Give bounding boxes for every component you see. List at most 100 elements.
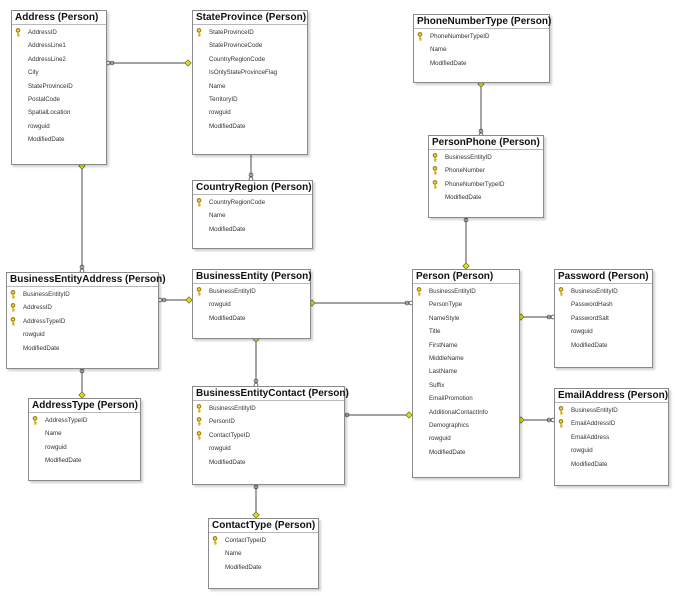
column-row[interactable]: CountryRegionCode (193, 196, 312, 209)
key-icon (432, 166, 438, 175)
column-row[interactable]: BusinessEntityID (193, 285, 310, 298)
column-row[interactable]: PhoneNumber (429, 164, 543, 177)
column-name: FirstName (429, 341, 458, 349)
column-row[interactable]: Title (413, 325, 519, 338)
column-name: ModifiedDate (429, 448, 466, 456)
column-name: AddressID (23, 304, 52, 312)
column-row[interactable]: PasswordHash (555, 298, 652, 311)
column-row[interactable]: rowguid (7, 328, 158, 341)
column-row[interactable]: PhoneNumberTypeID (414, 30, 549, 43)
column-row[interactable]: LastName (413, 365, 519, 378)
column-row[interactable]: Name (193, 209, 312, 222)
column-row[interactable]: rowguid (555, 444, 668, 457)
column-row[interactable]: StateProvinceID (193, 26, 307, 39)
column-row[interactable]: NameStyle (413, 312, 519, 325)
column-row[interactable]: MiddleName (413, 352, 519, 365)
column-row[interactable]: Suffix (413, 379, 519, 392)
column-row[interactable]: TerritoryID (193, 93, 307, 106)
column-row[interactable]: BusinessEntityID (555, 404, 668, 417)
column-row[interactable]: Name (193, 80, 307, 93)
column-row[interactable]: Name (209, 547, 318, 560)
column-row[interactable]: ModifiedDate (414, 57, 549, 70)
table-title: EmailAddress (Person) (555, 389, 668, 403)
column-row[interactable]: SpatialLocation (12, 106, 106, 119)
column-row[interactable]: Name (29, 427, 140, 440)
column-row[interactable]: AddressID (7, 301, 158, 314)
infinity-endpoint (344, 412, 350, 418)
column-name: BusinessEntityID (429, 288, 476, 295)
column-name: StateProvinceCode (209, 42, 263, 50)
column-row[interactable]: BusinessEntityID (555, 285, 652, 298)
column-row[interactable]: Demographics (413, 419, 519, 432)
table-businessentitycontact[interactable]: BusinessEntityContact (Person) BusinessE… (192, 386, 349, 485)
column-row[interactable]: IsOnlyStateProvinceFlag (193, 66, 307, 79)
column-row[interactable]: rowguid (193, 298, 310, 311)
column-row[interactable]: PersonID (193, 415, 344, 428)
column-row[interactable]: BusinessEntityID (193, 402, 344, 415)
table-businessentityaddress[interactable]: BusinessEntityAddress (Person) BusinessE… (6, 272, 166, 369)
column-name: BusinessEntityID (571, 407, 618, 414)
column-row[interactable]: AddressTypeID (29, 414, 140, 427)
key-icon (196, 430, 202, 440)
table-phonenumbertype[interactable]: PhoneNumberType (Person) PhoneNumberType… (413, 14, 551, 83)
table-countryregion[interactable]: CountryRegion (Person) CountryRegionCode… (192, 180, 313, 249)
column-row[interactable]: FirstName (413, 339, 519, 352)
column-row[interactable]: PersonType (413, 298, 519, 311)
column-row[interactable]: AddressLine1 (12, 39, 106, 52)
column-row[interactable]: EmailPromotion (413, 392, 519, 405)
column-row[interactable]: rowguid (555, 325, 652, 338)
column-row[interactable]: ModifiedDate (12, 133, 106, 146)
column-row[interactable]: ModifiedDate (193, 223, 312, 236)
column-row[interactable]: rowguid (193, 442, 344, 455)
column-row[interactable]: ModifiedDate (555, 458, 668, 471)
column-row[interactable]: rowguid (12, 120, 106, 133)
column-row[interactable]: rowguid (413, 432, 519, 445)
column-row[interactable]: StateProvinceID (12, 80, 106, 93)
column-row[interactable]: ModifiedDate (29, 454, 140, 467)
column-row[interactable]: ModifiedDate (193, 312, 310, 325)
column-row[interactable]: ModifiedDate (7, 342, 158, 355)
column-row[interactable]: BusinessEntityID (7, 288, 158, 301)
key-icon (416, 287, 422, 296)
table-businessentity[interactable]: BusinessEntity (Person) BusinessEntityID… (192, 269, 312, 339)
column-row[interactable]: CountryRegionCode (193, 53, 307, 66)
column-row[interactable]: City (12, 66, 106, 79)
column-row[interactable]: BusinessEntityID (413, 285, 519, 298)
column-row[interactable]: StateProvinceCode (193, 39, 307, 52)
column-row[interactable]: rowguid (193, 106, 307, 119)
column-row[interactable]: AddressLine2 (12, 53, 106, 66)
column-row[interactable]: ContactTypeID (209, 534, 318, 547)
column-row[interactable]: Name (414, 43, 549, 56)
column-row[interactable]: AdditionalContactInfo (413, 406, 519, 419)
column-row[interactable]: BusinessEntityID (429, 151, 543, 164)
column-row[interactable]: ContactTypeID (193, 429, 344, 442)
column-row[interactable]: rowguid (29, 441, 140, 454)
column-row[interactable]: ModifiedDate (193, 120, 307, 133)
key-icon (558, 406, 564, 415)
column-row[interactable]: PostalCode (12, 93, 106, 106)
column-row[interactable]: ModifiedDate (555, 339, 652, 352)
column-row[interactable]: ModifiedDate (413, 446, 519, 459)
column-row[interactable]: ModifiedDate (209, 561, 318, 574)
column-row[interactable]: ModifiedDate (429, 191, 543, 204)
column-row[interactable]: PhoneNumberTypeID (429, 178, 543, 191)
column-row[interactable]: AddressTypeID (7, 315, 158, 328)
column-row[interactable]: ModifiedDate (193, 456, 344, 469)
column-name: PasswordHash (571, 301, 613, 309)
infinity-endpoint (79, 368, 85, 374)
table-emailaddress[interactable]: EmailAddress (Person) BusinessEntityID Em… (554, 388, 669, 486)
column-row[interactable]: PasswordSalt (555, 312, 652, 325)
column-row[interactable]: EmailAddress (555, 431, 668, 444)
column-row[interactable]: EmailAddressID (555, 417, 668, 430)
column-row[interactable]: AddressID (12, 26, 106, 39)
